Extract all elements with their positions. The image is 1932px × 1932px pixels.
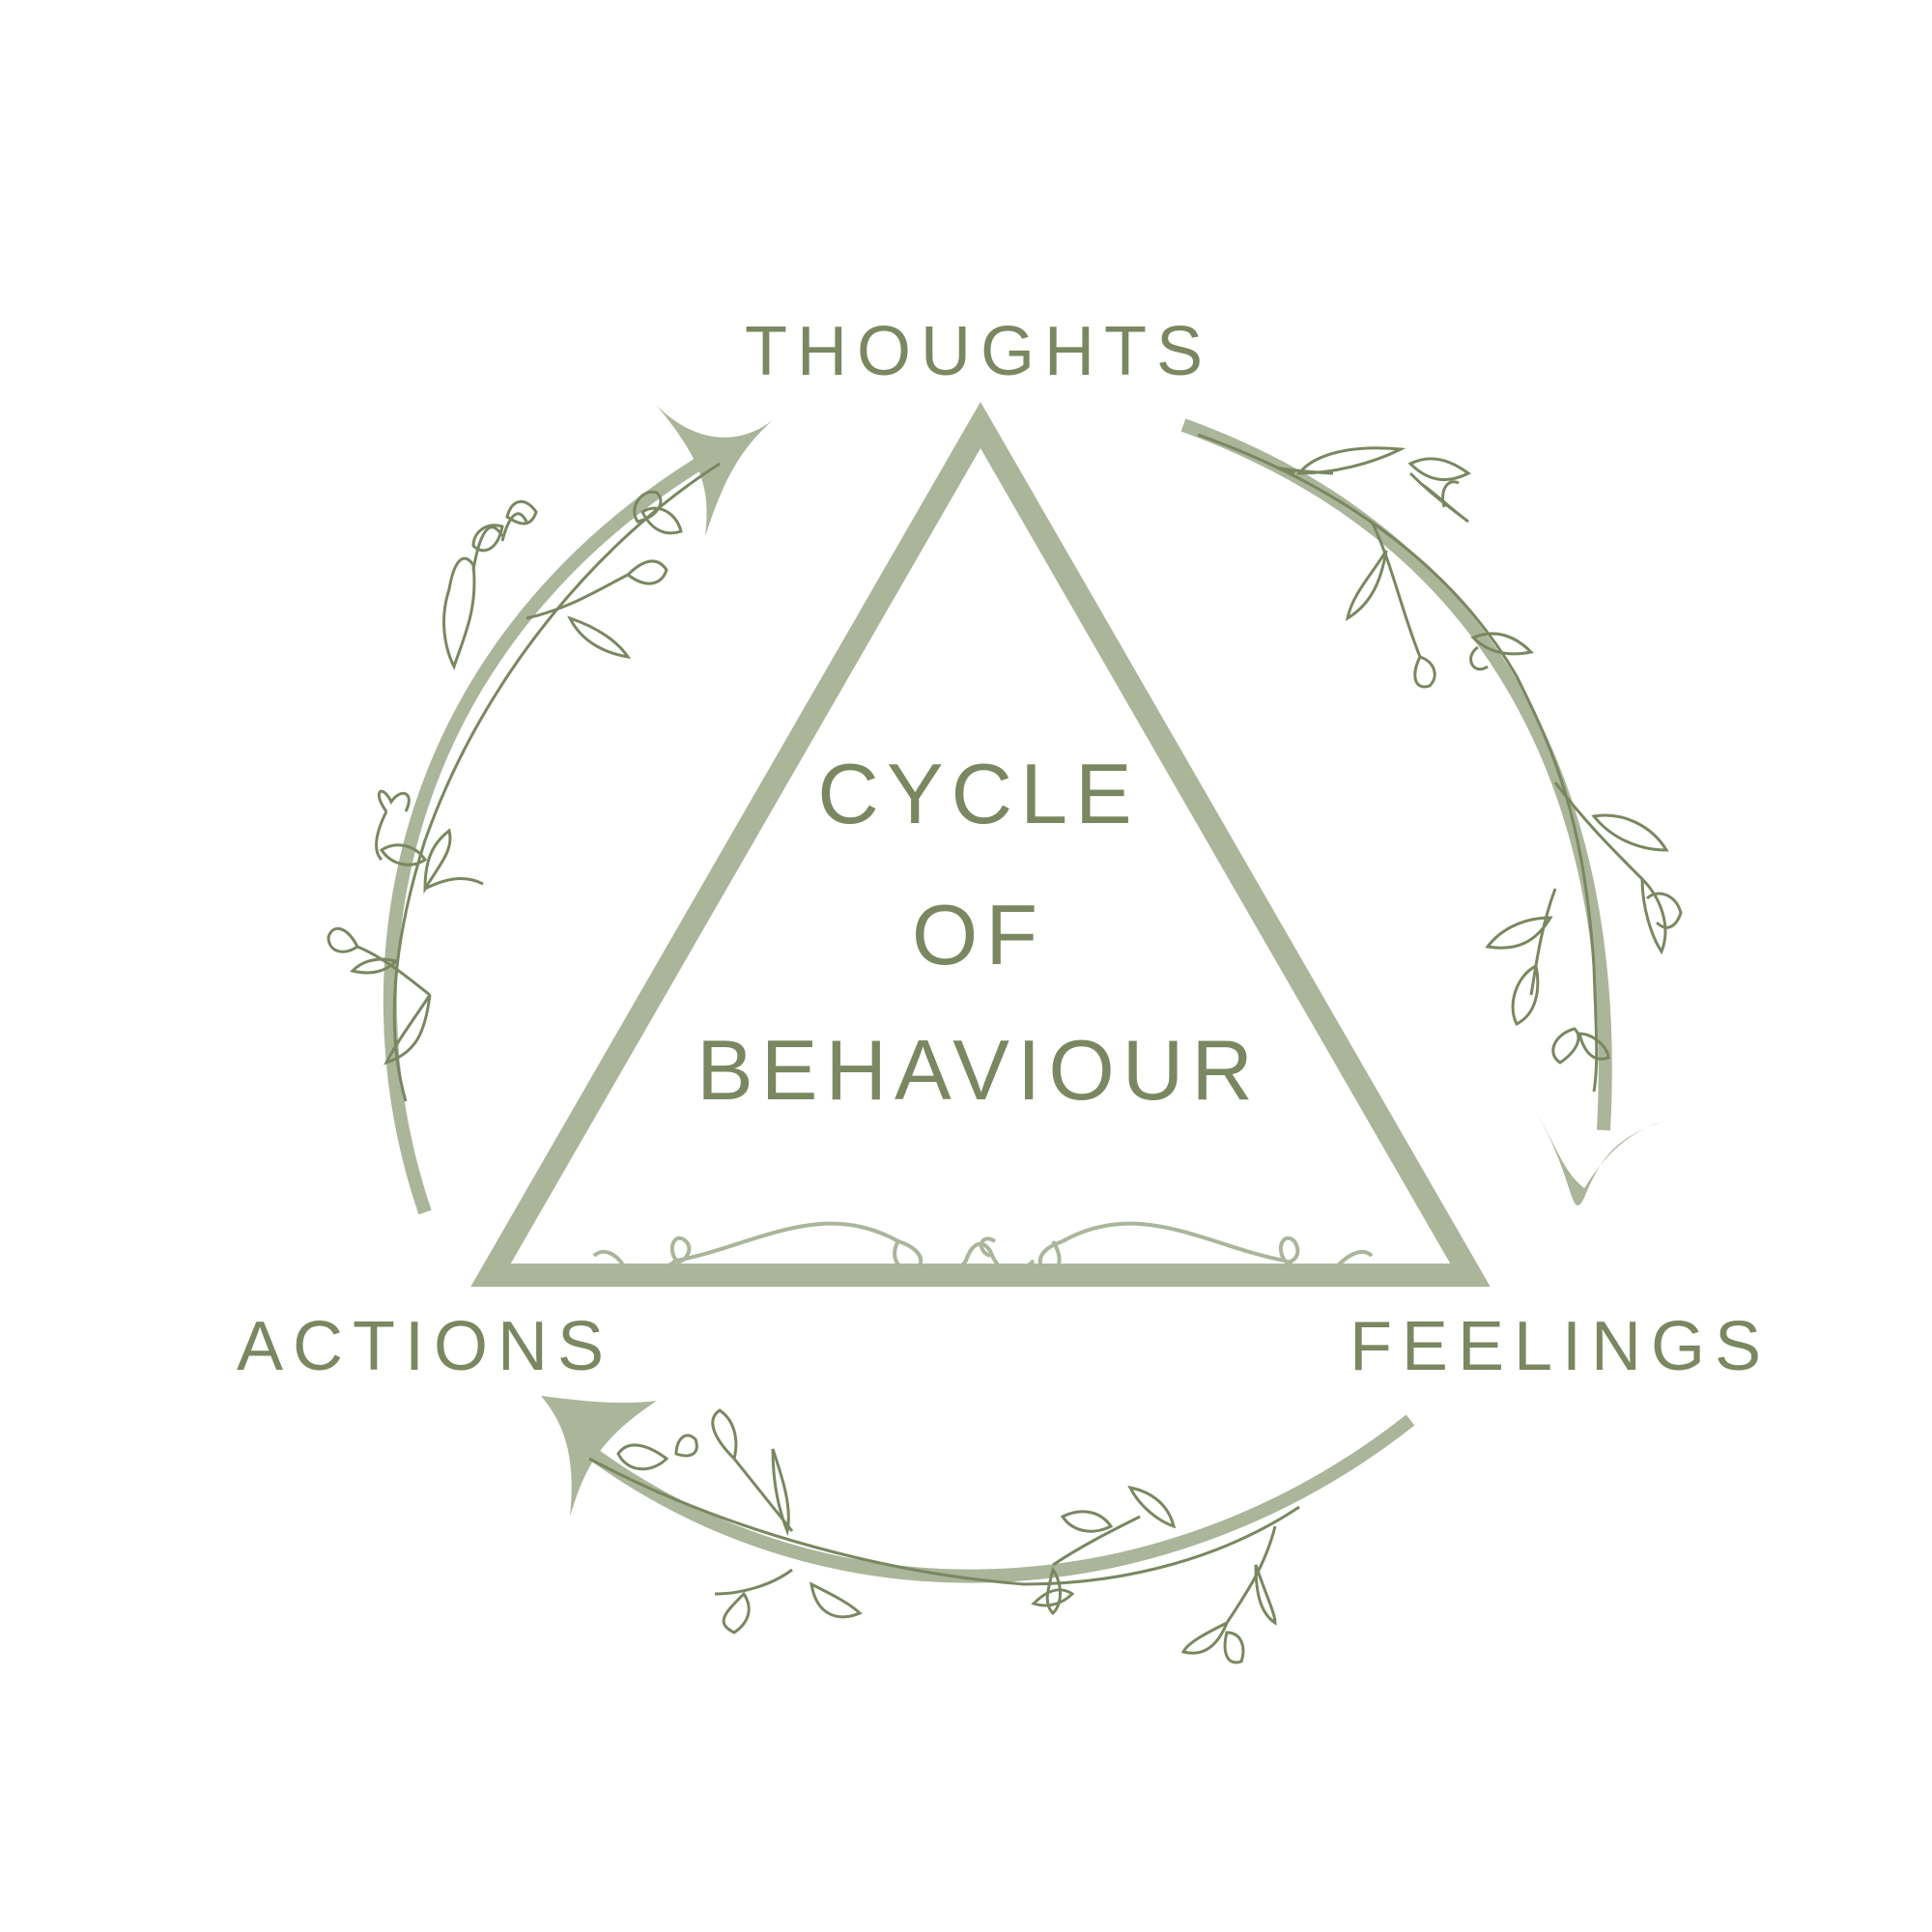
triangle-icon bbox=[470, 401, 1491, 1287]
node-label-feelings: FEELINGS bbox=[1350, 1308, 1771, 1385]
node-label-actions: ACTIONS bbox=[237, 1308, 613, 1385]
vine-decoration-icon bbox=[327, 462, 721, 1102]
flourish-icon bbox=[592, 1221, 1374, 1276]
node-label-thoughts: THOUGHTS bbox=[745, 313, 1212, 390]
center-title-line3: BEHAVIOUR bbox=[696, 1022, 1261, 1118]
center-title: CYCLE OF BEHAVIOUR bbox=[696, 746, 1261, 1118]
center-title-line1: CYCLE bbox=[817, 746, 1139, 841]
arrowhead-icons bbox=[541, 406, 1666, 1517]
vine-decoration-icon bbox=[588, 1408, 1300, 1664]
center-title-line2: OF bbox=[912, 887, 1045, 982]
vine-decoration-icon bbox=[1197, 433, 1683, 1093]
